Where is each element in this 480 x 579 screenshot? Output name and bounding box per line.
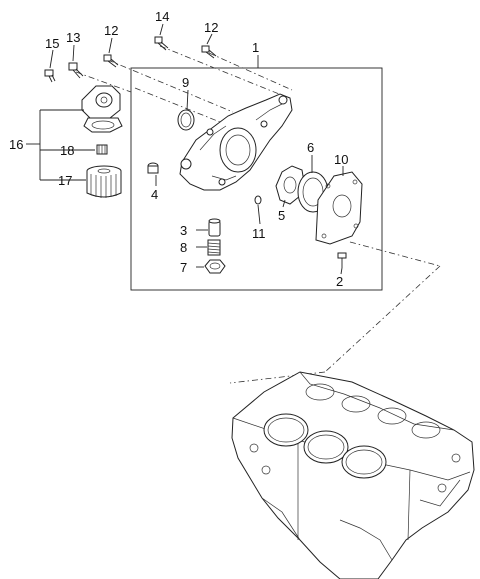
callout-labels: 1 2 3 4 5 6 7 8 9 10 11 12 12 13 14 15 1… xyxy=(9,9,348,289)
callout-15: 15 xyxy=(45,36,59,51)
callout-3: 3 xyxy=(180,223,187,238)
engine-block xyxy=(231,371,475,579)
callout-11: 11 xyxy=(252,226,266,241)
callout-17: 17 xyxy=(58,173,72,188)
leader-5 xyxy=(282,199,286,208)
oil-seal-9 xyxy=(177,109,195,131)
callout-18: 18 xyxy=(60,143,74,158)
leader-12a xyxy=(108,37,113,54)
oil-pump-housing xyxy=(179,93,293,191)
leader-12b xyxy=(206,33,213,45)
leader-13 xyxy=(72,44,75,62)
callout-7: 7 xyxy=(180,260,187,275)
callout-4: 4 xyxy=(151,187,158,202)
plug-4 xyxy=(147,162,159,174)
bolt-12-right xyxy=(201,45,217,59)
callout-12a: 12 xyxy=(104,23,118,38)
bolt-13 xyxy=(68,62,84,79)
callout-10: 10 xyxy=(334,152,348,167)
oil-pump-assembly-frame xyxy=(130,67,383,291)
pump-cover-10 xyxy=(315,171,363,245)
leader-11 xyxy=(257,204,261,225)
bolt-15 xyxy=(44,69,56,83)
leader-9 xyxy=(186,89,189,111)
oil-filter-17 xyxy=(86,165,122,198)
oil-filter-bracket xyxy=(81,85,123,133)
bracket-16-leader xyxy=(26,109,95,181)
callout-14: 14 xyxy=(155,9,169,24)
relief-spring-8 xyxy=(207,239,221,256)
callout-8: 8 xyxy=(180,240,187,255)
callout-12b: 12 xyxy=(204,20,218,35)
callout-6: 6 xyxy=(307,140,314,155)
callout-16: 16 xyxy=(9,137,23,152)
callout-5: 5 xyxy=(278,208,285,223)
callout-13: 13 xyxy=(66,30,80,45)
fitting-18 xyxy=(96,144,108,155)
callout-2: 2 xyxy=(336,274,343,289)
bolt-14 xyxy=(154,36,169,51)
callout-9: 9 xyxy=(182,75,189,90)
screw-2 xyxy=(337,252,347,268)
bolt-12-left xyxy=(103,54,119,68)
leader-2 xyxy=(340,267,343,275)
leader-15 xyxy=(49,49,54,69)
o-ring-11 xyxy=(254,195,262,205)
relief-plug-7 xyxy=(204,259,226,274)
callout-1: 1 xyxy=(252,40,259,55)
leader-14 xyxy=(159,23,164,36)
relief-plunger-3 xyxy=(208,218,221,237)
